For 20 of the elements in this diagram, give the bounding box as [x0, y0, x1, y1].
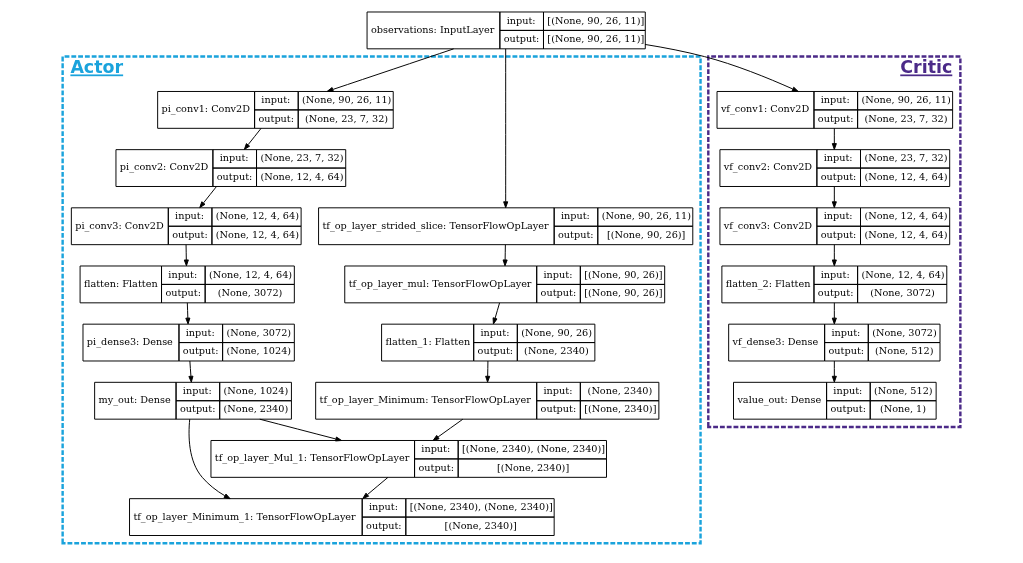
arrow: [831, 302, 837, 325]
arrow: [831, 244, 837, 267]
arrow: [831, 360, 837, 383]
arrow: [831, 127, 837, 150]
arrow: [502, 244, 508, 267]
arrow: [644, 43, 799, 92]
arrow: [432, 418, 464, 441]
arrow: [185, 302, 191, 325]
arrow: [831, 186, 837, 209]
arrow: [188, 360, 194, 383]
arrow: [503, 48, 509, 209]
arrow: [326, 48, 455, 92]
arrow: [188, 418, 231, 500]
arrow: [243, 127, 262, 150]
arrow: [183, 244, 189, 267]
arrow: [199, 186, 217, 209]
arrow: [492, 302, 501, 325]
arrow: [362, 476, 389, 499]
arrow: [259, 418, 343, 442]
arrow: [485, 360, 491, 383]
